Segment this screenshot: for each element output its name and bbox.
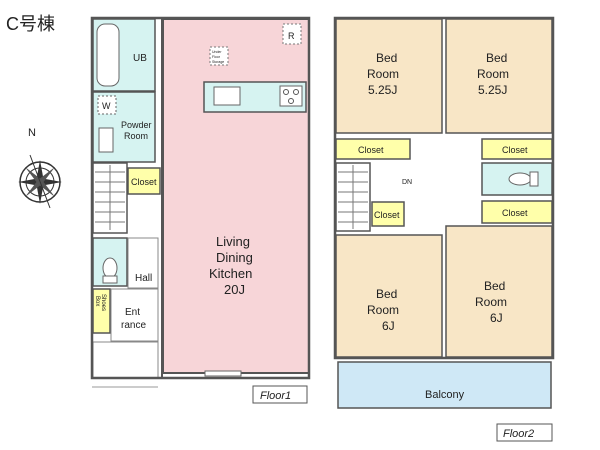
closet-a-label: Closet <box>358 145 384 155</box>
storage-label-1: Under <box>212 50 222 54</box>
floor2-label-box <box>496 423 553 442</box>
powder-room-label-2: Room <box>124 131 148 141</box>
closet-floor1-label: Closet <box>131 177 157 187</box>
bedroom-4-label-2: Room <box>475 295 507 309</box>
closet-c-label: Closet <box>374 210 400 220</box>
toilet-icon <box>102 257 118 279</box>
bedroom-1-label-2: Room <box>367 67 399 81</box>
storage-label-3: Storage <box>212 60 224 64</box>
floor2-label: Floor2 <box>503 428 534 440</box>
storage-label-2: Floor <box>212 55 221 59</box>
entrance-label-2: rance <box>121 320 146 331</box>
ldk-label-3: Kitchen <box>209 266 252 281</box>
ldk <box>162 18 310 374</box>
entrance <box>110 288 159 342</box>
shoes-box-label-2: Box <box>94 296 100 306</box>
porch <box>92 341 159 379</box>
shoes-box-label-1: Shoes <box>100 294 106 311</box>
entrance-label-1: Ent <box>125 307 140 318</box>
floor2-plan: Bed Room 5.25J Bed Room 5.25J Closet Clo… <box>333 16 555 442</box>
closet-floor1 <box>127 167 161 195</box>
bedroom-3-label-3: 6J <box>382 319 395 333</box>
powder-room-label-1: Powder <box>121 120 152 130</box>
sink-kitchen-icon <box>213 86 241 106</box>
unit-bath-label: UB <box>133 53 147 64</box>
ldk-label-1: Living <box>216 234 250 249</box>
floor1-plan: UB W Powder Room Closet UP Hall Shoes Bo… <box>90 16 311 404</box>
compass-north-label: N <box>28 127 36 139</box>
bedroom-2-label-3: 5.25J <box>478 83 507 97</box>
bedroom-3-label-2: Room <box>367 303 399 317</box>
fridge-icon <box>282 23 302 45</box>
ldk-label-2: Dining <box>216 250 253 265</box>
sink-icon <box>98 127 114 153</box>
closet-c <box>371 201 405 227</box>
closet-b-label: Closet <box>502 145 528 155</box>
bedroom-4-label-3: 6J <box>490 311 503 325</box>
floor1-label: Floor1 <box>260 390 291 402</box>
bedroom-1-label-1: Bed <box>376 51 397 65</box>
balcony-label: Balcony <box>425 389 465 401</box>
bedroom-2-label-2: Room <box>477 67 509 81</box>
bedroom-4-label-1: Bed <box>484 279 505 293</box>
bedroom-3 <box>335 234 443 358</box>
bedroom-3-label-1: Bed <box>376 287 397 301</box>
bedroom-2-label-1: Bed <box>486 51 507 65</box>
bedroom-2 <box>445 18 553 134</box>
dn-label: DN <box>402 179 412 186</box>
fridge-label: R <box>288 31 295 41</box>
stove-icon <box>279 85 303 107</box>
bedroom-4 <box>445 225 553 358</box>
under-floor-storage <box>209 46 229 66</box>
building-title: C号棟 <box>6 14 55 34</box>
hall-label: Hall <box>135 273 152 284</box>
closet-d-label: Closet <box>502 208 528 218</box>
washer-label: W <box>102 101 111 111</box>
washer-icon <box>97 95 117 115</box>
bedroom-1-label-3: 5.25J <box>368 83 397 97</box>
hall <box>127 237 159 289</box>
floor1-label-box <box>252 385 308 404</box>
compass-icon <box>18 154 62 209</box>
ldk-label-4: 20J <box>224 282 245 297</box>
balcony <box>337 361 552 409</box>
toilet-floor2-icon <box>508 172 532 186</box>
